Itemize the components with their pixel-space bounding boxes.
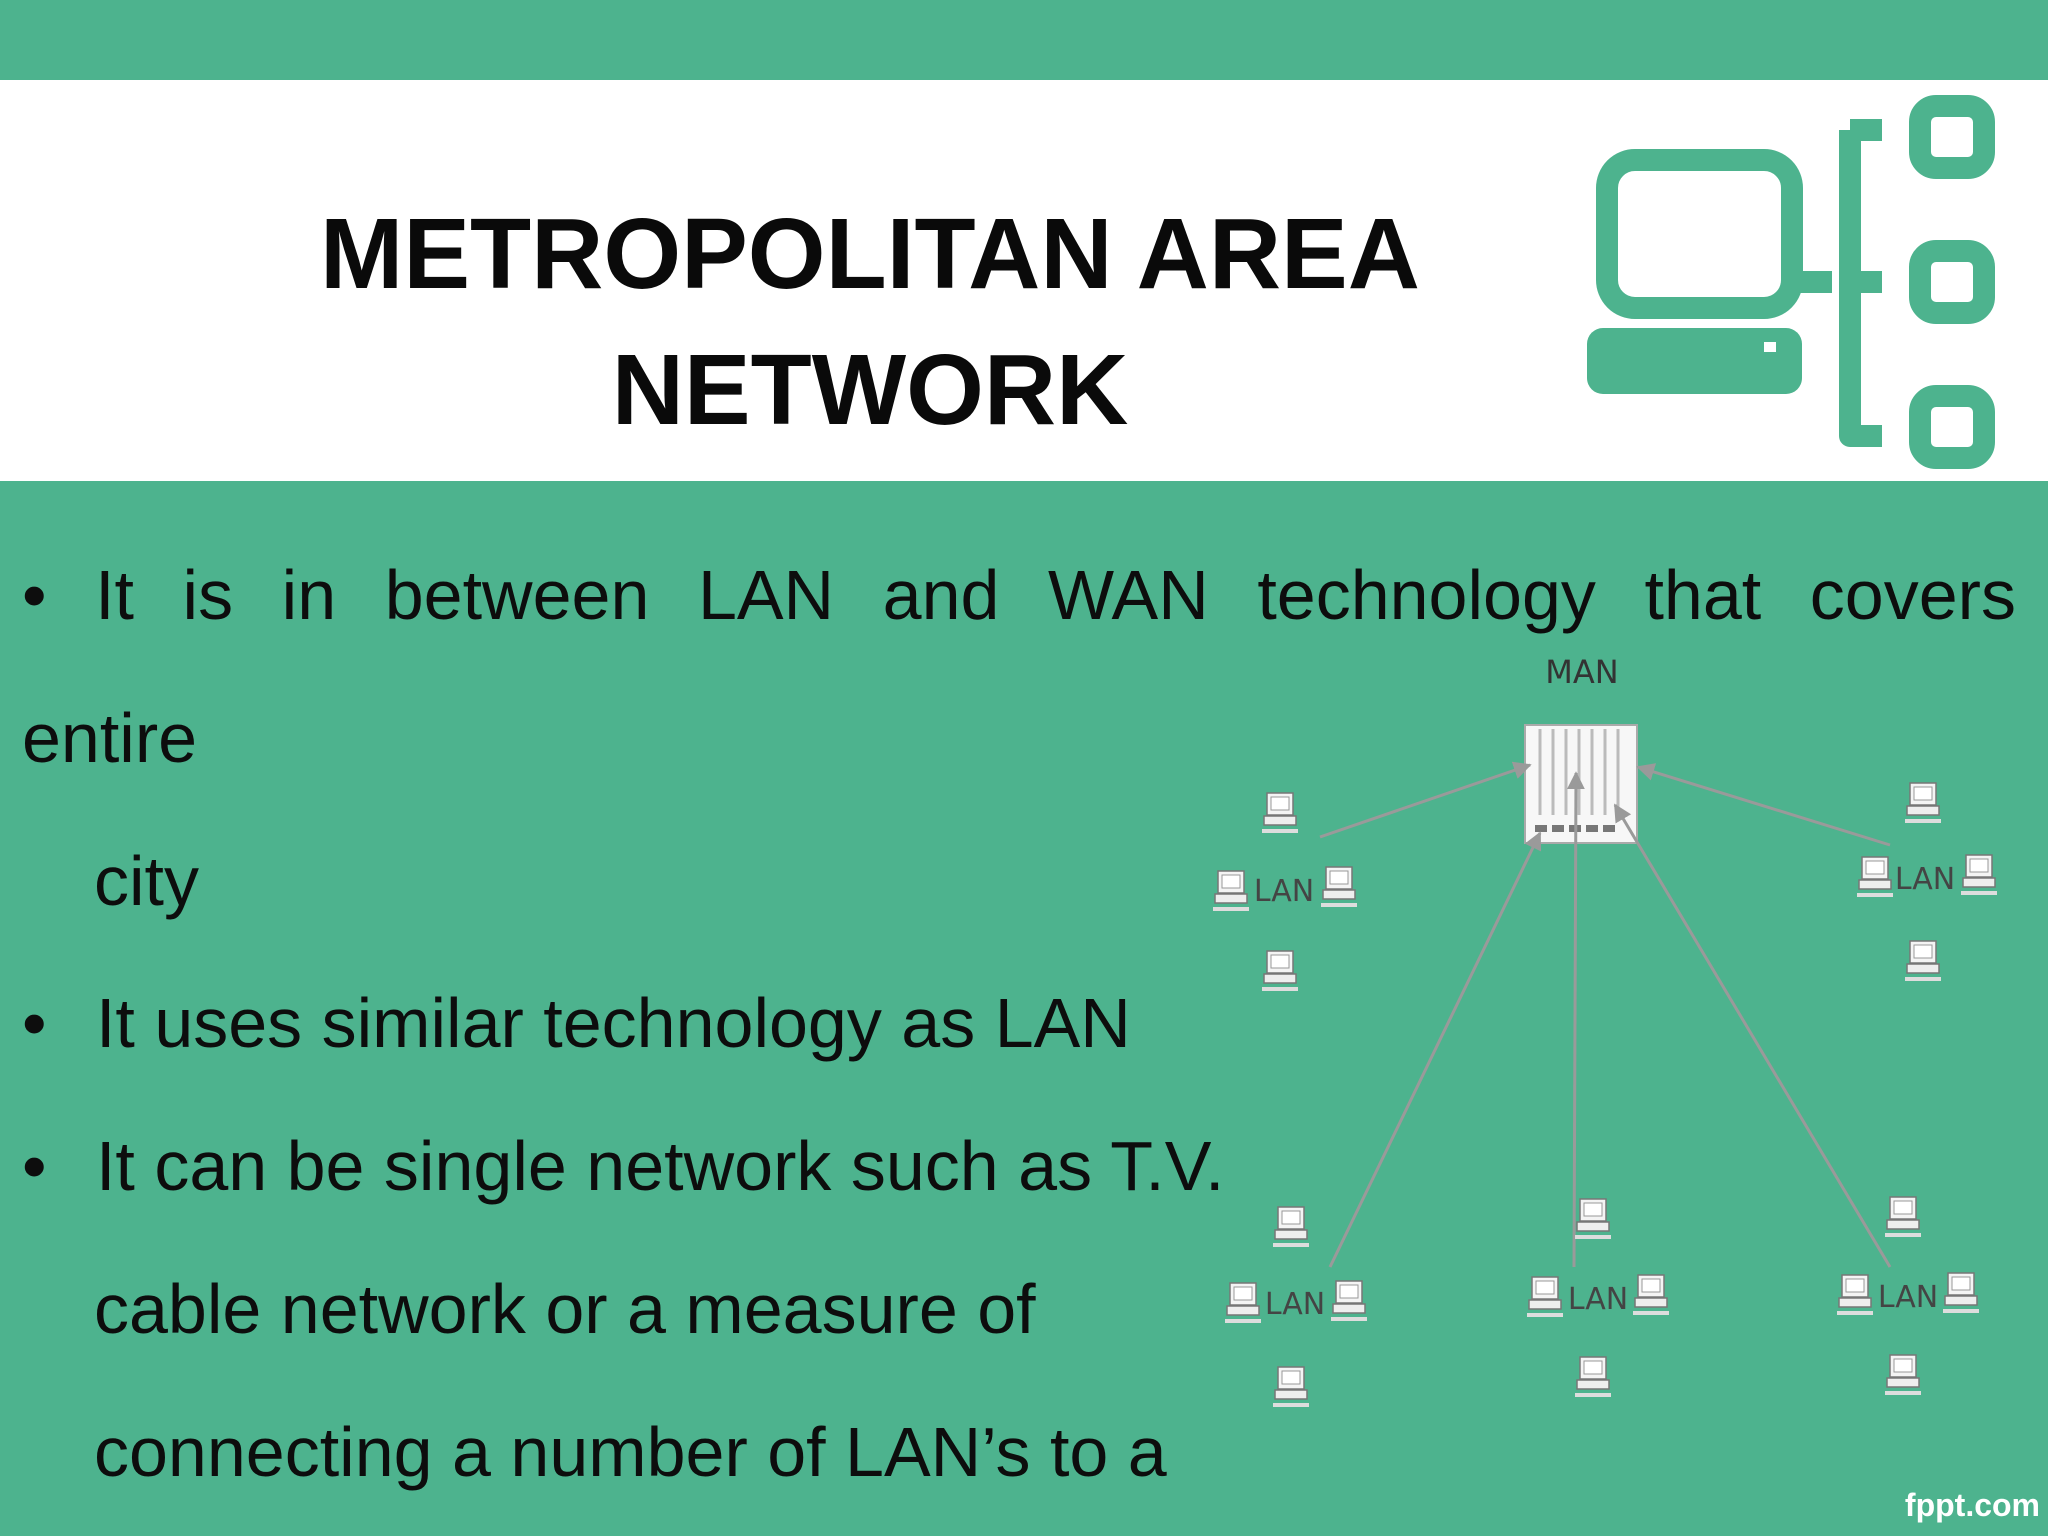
- lan-label: LAN: [1878, 1280, 1938, 1315]
- computer-icon: [1856, 856, 1894, 898]
- bullet-1-continuation: entire: [22, 699, 198, 777]
- computer-icon: [1904, 782, 1942, 824]
- computer-icon: [1320, 866, 1358, 908]
- lan-label: LAN: [1254, 874, 1314, 909]
- lan-label: LAN: [1265, 1287, 1325, 1322]
- bullet-1-word: technology: [1257, 556, 1596, 634]
- bullet-1-word: It: [95, 556, 134, 634]
- computer-icon: [1261, 950, 1299, 992]
- bullet-1-word: LAN: [697, 556, 835, 634]
- bullet-marker: •: [22, 556, 47, 634]
- computer-icon: [1574, 1356, 1612, 1398]
- network-logo-icon: [1587, 95, 1995, 469]
- computer-icon: [1884, 1354, 1922, 1396]
- server-rack-icon: [1524, 724, 1638, 844]
- brand-watermark: fppt.com: [1904, 1487, 2040, 1523]
- lan-cluster: LAN: [1526, 1198, 1670, 1398]
- bullet-3: • It can be single network such as T.V.: [22, 1126, 1224, 1206]
- top-color-band: [0, 0, 2048, 80]
- computer-icon: [1836, 1274, 1874, 1316]
- lan-label: LAN: [1568, 1282, 1628, 1317]
- bullet-1-word: that: [1644, 556, 1762, 634]
- computer-icon: [1272, 1206, 1310, 1248]
- computer-icon: [1330, 1280, 1368, 1322]
- bullet-1-word: in: [281, 556, 337, 634]
- bullet-2: • It uses similar technology as LAN: [22, 983, 1131, 1063]
- lan-cluster: LAN: [1836, 1196, 1980, 1396]
- title-band: [0, 80, 2048, 481]
- computer-icon: [1904, 940, 1942, 982]
- computer-icon: [1526, 1276, 1564, 1318]
- bullet-1-continuation: city: [94, 842, 199, 920]
- lan-cluster: LAN: [1224, 1206, 1368, 1408]
- bullet-3-text: It can be single network such as T.V.: [95, 1127, 1225, 1205]
- computer-icon: [1632, 1274, 1670, 1316]
- bullet-2-text: It uses similar technology as LAN: [95, 984, 1131, 1062]
- bullet-1-word: is: [182, 556, 234, 634]
- bullet-3-continuation: cable network or a measure of: [94, 1270, 1036, 1348]
- lan-cluster: LAN: [1856, 782, 1998, 982]
- lan-label: LAN: [1895, 862, 1955, 897]
- bullet-1-word: and: [882, 556, 1000, 634]
- computer-icon: [1272, 1366, 1310, 1408]
- computer-icon: [1224, 1282, 1262, 1324]
- computer-icon: [1942, 1272, 1980, 1314]
- computer-icon: [1574, 1198, 1612, 1240]
- bullet-1-word: WAN: [1048, 556, 1209, 634]
- bullet-marker: •: [22, 984, 47, 1062]
- bullet-marker: •: [22, 1127, 47, 1205]
- bullet-3-continuation: connecting a number of LAN’s to a: [94, 1413, 1167, 1491]
- slide-title: METROPOLITAN AREA NETWORK: [0, 186, 1740, 458]
- bullet-1-word: between: [384, 556, 650, 634]
- bullet-1-first-line: • It is in between LAN and WAN technolog…: [22, 555, 2016, 635]
- man-label: MAN: [1545, 655, 1618, 691]
- title-line-2: NETWORK: [611, 334, 1129, 446]
- bullet-1-word: covers: [1809, 556, 2016, 634]
- computer-icon: [1960, 854, 1998, 896]
- computer-icon: [1261, 792, 1299, 834]
- computer-icon: [1884, 1196, 1922, 1238]
- man-network-diagram: MAN LAN LAN: [1212, 655, 1998, 1408]
- lan-cluster: LAN: [1212, 792, 1358, 992]
- computer-icon: [1212, 870, 1250, 912]
- title-line-1: METROPOLITAN AREA: [320, 198, 1420, 310]
